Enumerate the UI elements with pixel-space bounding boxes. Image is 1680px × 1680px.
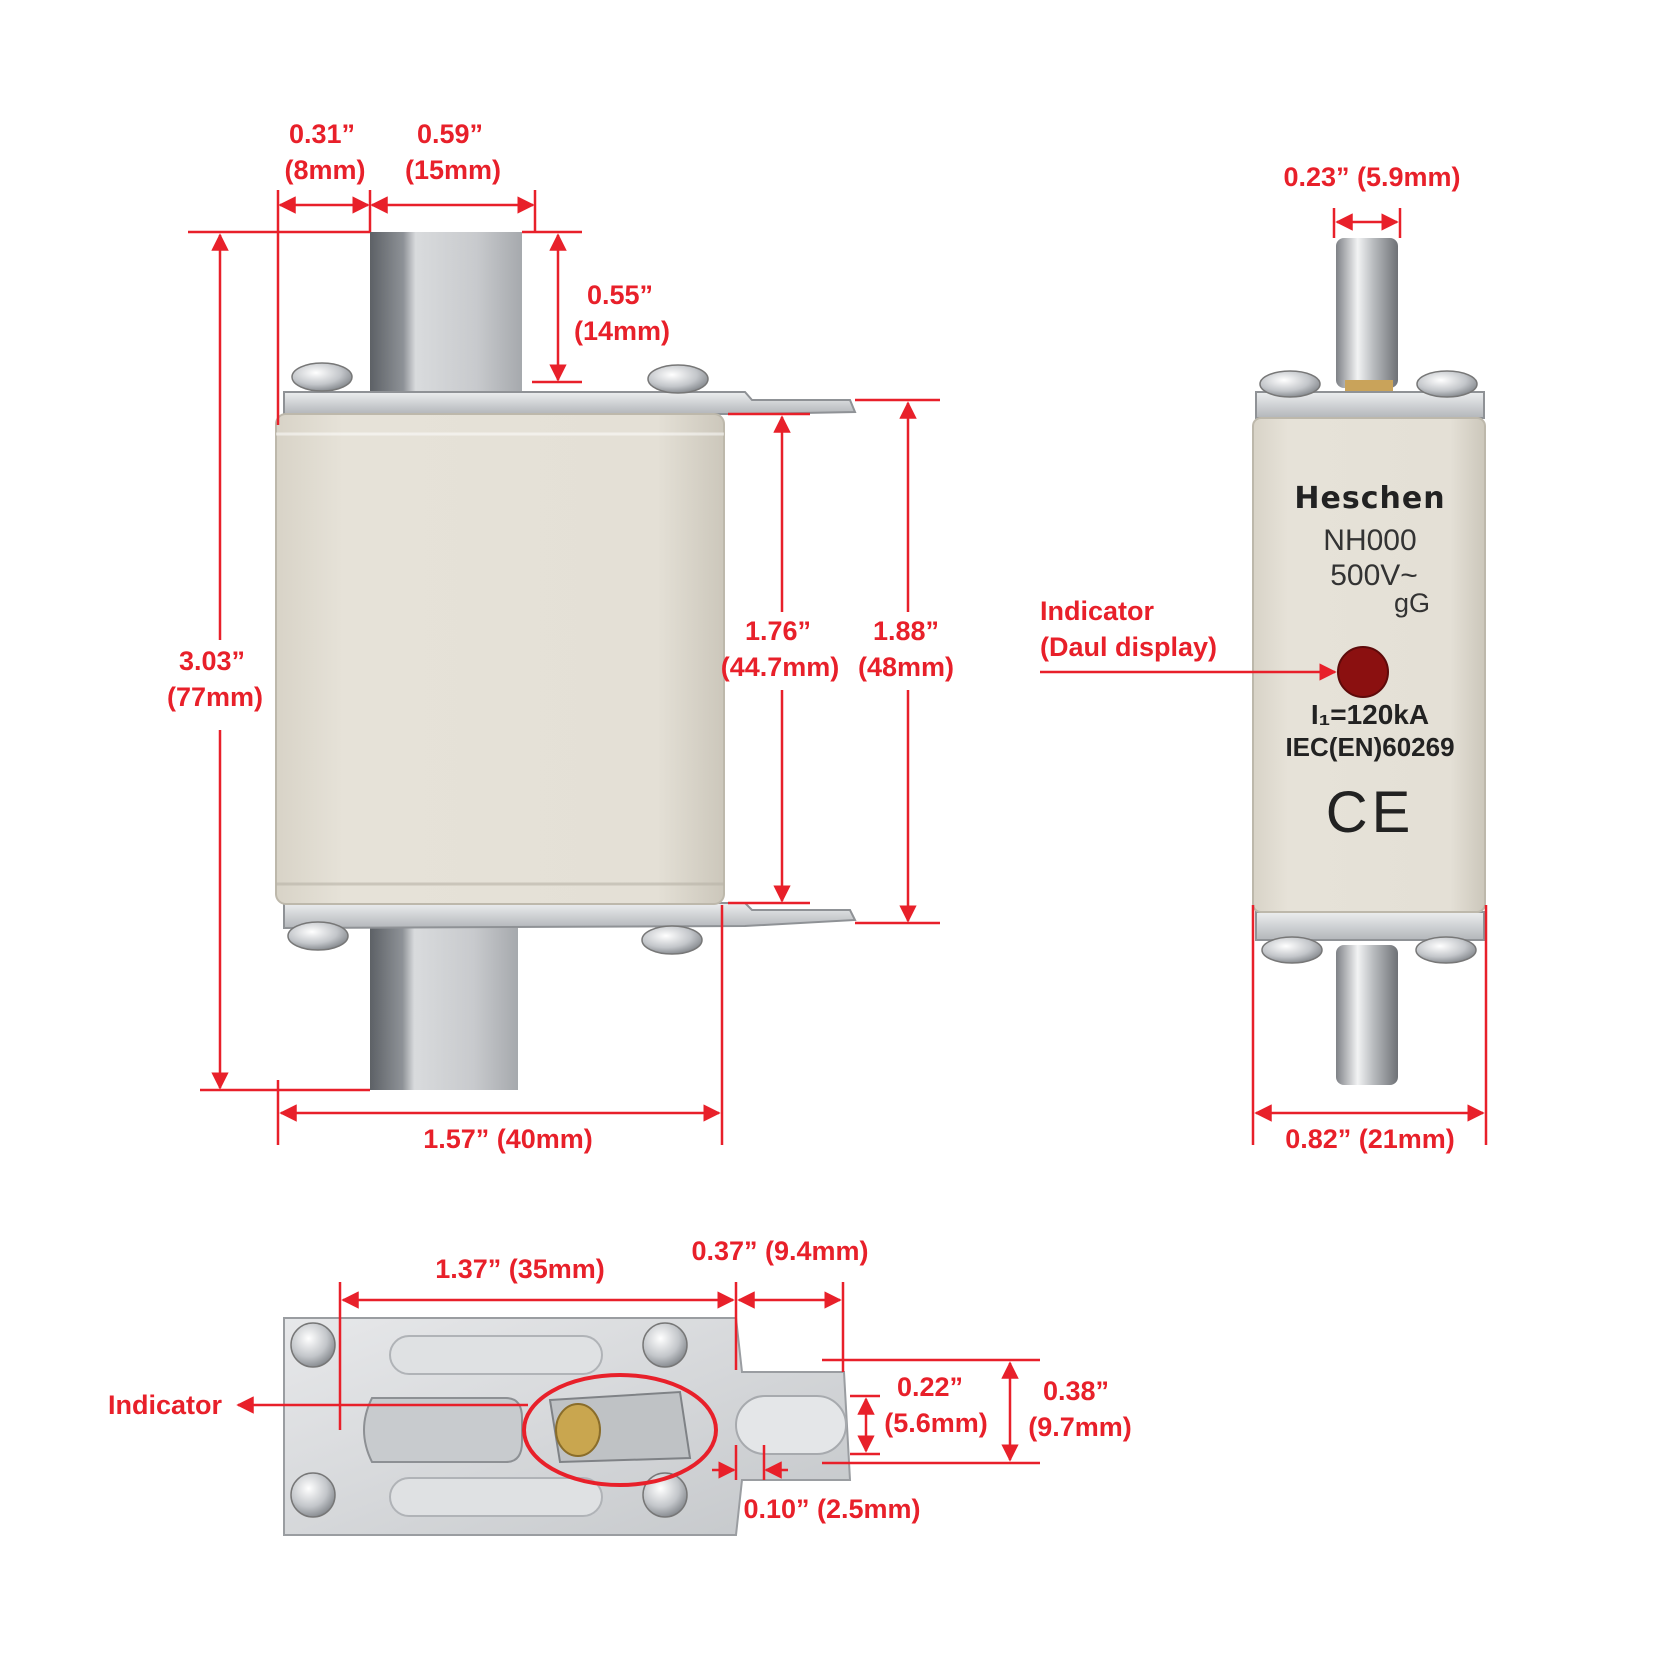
tab-slot — [735, 1395, 847, 1455]
screw-icon — [647, 364, 709, 394]
dim-pin-diameter: 0.23” (5.9mm) — [1283, 162, 1460, 192]
indicator-dot-icon — [1337, 646, 1389, 698]
voltage-label: 500V~ — [1330, 559, 1418, 592]
side-view: Heschen NH000 500V~ gG I₁=120kA IEC(EN)6… — [1252, 238, 1486, 1085]
dim-slot-width: 0.22” — [897, 1372, 963, 1402]
dim-total-height: 3.03” — [179, 646, 245, 676]
side-dimensions — [1040, 208, 1488, 1145]
dim-top-right-mm: (15mm) — [405, 155, 501, 185]
model-label: NH000 — [1323, 524, 1416, 557]
bottom-indicator-label: Indicator — [108, 1390, 223, 1420]
front-dimension-labels: 0.31” (8mm) 0.59” (15mm) 0.55” (14mm) 3.… — [167, 119, 954, 1154]
dim-top-left: 0.31” — [289, 119, 355, 149]
bottom-blade — [370, 915, 518, 1090]
dim-blade-height: 0.55” — [587, 280, 653, 310]
front-view — [275, 232, 857, 1090]
fuse-body — [275, 413, 725, 905]
bottom-end-cap — [1255, 911, 1485, 941]
dim-top-left-mm: (8mm) — [284, 155, 365, 185]
ce-mark-icon: CE — [1326, 780, 1415, 845]
dim-top-right: 0.59” — [417, 119, 483, 149]
indicator-slot — [363, 1397, 523, 1463]
class-label: gG — [1394, 588, 1430, 618]
screw-icon — [642, 1322, 688, 1368]
dim-bottom-length: 1.37” (35mm) — [435, 1254, 605, 1284]
dim-slot-width-mm: (5.6mm) — [884, 1408, 988, 1438]
dim-blade-height-mm: (14mm) — [574, 316, 670, 346]
dim-tab-width: 0.38” — [1043, 1376, 1109, 1406]
side-labels: 0.23” (5.9mm) 0.82” (21mm) Indicator (Da… — [1040, 162, 1461, 1154]
screw-icon — [291, 362, 353, 392]
dim-total-height-mm: (77mm) — [167, 682, 263, 712]
dim-thickness: 0.10” (2.5mm) — [743, 1494, 920, 1524]
bottom-dimensions — [236, 1282, 1040, 1487]
bottom-labels: 1.37” (35mm) 0.37” (9.4mm) 0.22” (5.6mm)… — [108, 1236, 1132, 1524]
breaking-capacity-label: I₁=120kA — [1311, 699, 1429, 730]
top-mount-plate — [283, 391, 857, 415]
dim-tab-length: 0.37” (9.4mm) — [691, 1236, 868, 1266]
bottom-mount-plate — [283, 902, 857, 930]
screw-icon — [642, 1472, 688, 1518]
screw-icon — [1416, 370, 1478, 398]
top-blade — [370, 232, 522, 422]
dim-plate-span-mm: (48mm) — [858, 652, 954, 682]
screw-icon — [290, 1472, 336, 1518]
dim-side-width: 0.82” (21mm) — [1285, 1124, 1455, 1154]
indicator-sublabel: (Daul display) — [1040, 632, 1217, 662]
bottom-view — [283, 1317, 852, 1536]
screw-icon — [287, 921, 349, 951]
front-dimensions — [188, 190, 940, 1145]
indicator-label: Indicator — [1040, 596, 1155, 626]
brand-label: Heschen — [1294, 481, 1445, 516]
screw-icon — [1261, 936, 1323, 964]
screw-icon — [641, 925, 703, 955]
indicator-highlight — [522, 1373, 718, 1487]
bottom-pin — [1336, 945, 1398, 1085]
screw-icon — [1259, 370, 1321, 398]
standard-label: IEC(EN)60269 — [1285, 732, 1454, 762]
dim-body-height-mm: (44.7mm) — [721, 652, 840, 682]
dim-plate-span: 1.88” — [873, 616, 939, 646]
dim-tab-width-mm: (9.7mm) — [1028, 1412, 1132, 1442]
screw-icon — [290, 1322, 336, 1368]
dim-body-width: 1.57” (40mm) — [423, 1124, 593, 1154]
dim-body-height: 1.76” — [745, 616, 811, 646]
top-pin — [1336, 238, 1398, 388]
screw-icon — [1415, 936, 1477, 964]
